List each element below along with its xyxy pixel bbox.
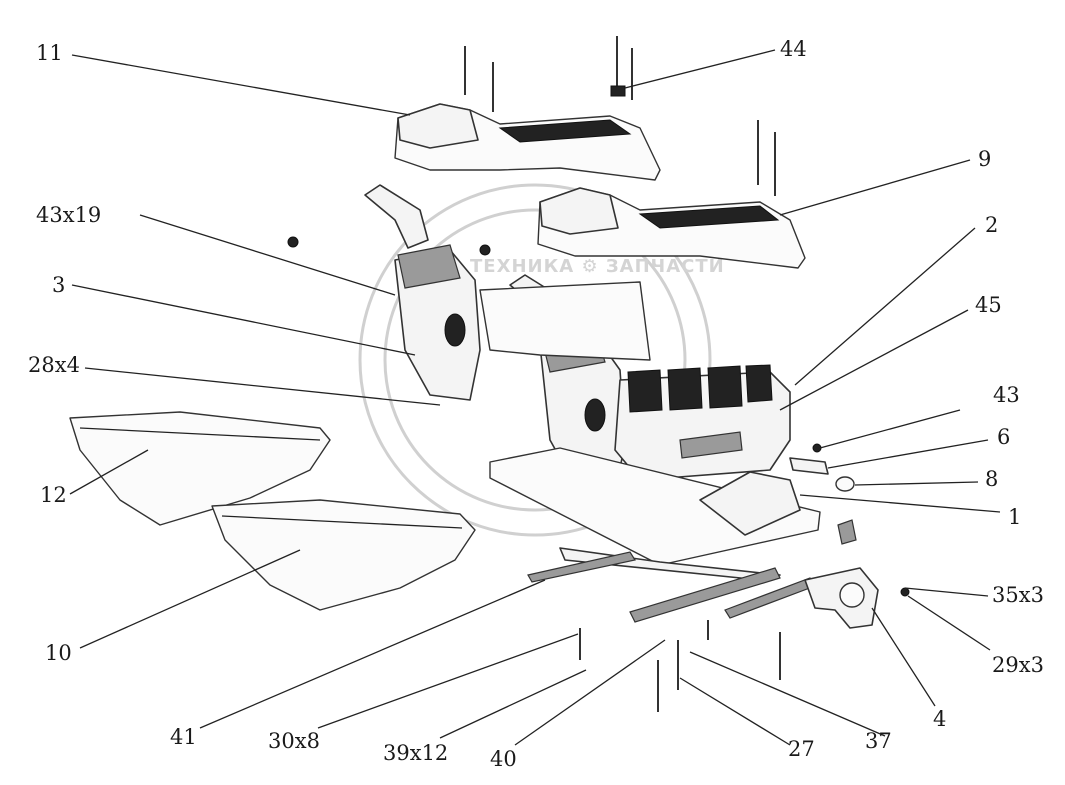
callout-41: 41: [170, 725, 197, 749]
leader-43: [819, 409, 961, 449]
side-panel-12: [69, 411, 331, 526]
leader-40: [514, 639, 666, 746]
washer-8: [835, 476, 855, 492]
joystick-body-left-3: [364, 184, 481, 401]
leader-4: [871, 607, 936, 707]
callout-28x4: 28x4: [28, 353, 80, 377]
leader-39x12: [439, 669, 587, 739]
leader-lines: [69, 49, 1001, 746]
callout-43: 43: [993, 383, 1020, 407]
leader-35x3: [904, 587, 989, 597]
leader-9: [779, 159, 971, 216]
leader-8: [854, 481, 979, 486]
callout-27: 27: [788, 737, 815, 761]
callout-10: 10: [45, 641, 72, 665]
callout-labels: 11 44 9 43x19 2 3 45 28x4 43 6 8 12 1 35…: [28, 37, 1044, 771]
callout-2: 2: [985, 213, 998, 237]
callout-1: 1: [1008, 505, 1021, 529]
callout-3: 3: [52, 273, 65, 297]
leader-37: [689, 651, 886, 737]
callout-8: 8: [985, 467, 998, 491]
callout-4: 4: [933, 707, 946, 731]
leader-43x19: [139, 214, 396, 296]
valve-block-2: [614, 364, 791, 481]
side-panel-10: [211, 499, 476, 611]
callout-6: 6: [997, 425, 1010, 449]
callout-39x12: 39x12: [383, 741, 448, 765]
bolts: [287, 36, 910, 712]
leader-45: [779, 309, 969, 411]
callout-11: 11: [36, 41, 63, 65]
leader-28x4: [84, 367, 441, 406]
callout-44: 44: [780, 37, 807, 61]
callout-29x3: 29x3: [992, 653, 1044, 677]
watermark: ТЕХНИКА ⚙ ЗАПЧАСТИ: [358, 183, 725, 537]
leader-27: [679, 677, 791, 746]
middle-bracket: [479, 281, 651, 361]
leader-2: [794, 227, 976, 386]
callout-45: 45: [975, 293, 1002, 317]
callout-9: 9: [978, 147, 991, 171]
leader-29x3: [907, 595, 991, 651]
callout-37: 37: [865, 729, 892, 753]
pin-6: [789, 457, 829, 475]
callout-43x19: 43x19: [36, 203, 101, 227]
leader-3: [71, 284, 416, 356]
leader-10: [79, 549, 301, 649]
watermark-text: ТЕХНИКА ⚙ ЗАПЧАСТИ: [470, 256, 725, 277]
watermark-inner-ring: [383, 208, 687, 512]
leader-6: [827, 439, 989, 469]
cover-9: [537, 187, 806, 269]
bracket-4: [804, 519, 879, 629]
leader-41: [199, 579, 546, 729]
callout-35x3: 35x3: [992, 583, 1044, 607]
base-plate-1: [489, 447, 821, 581]
callout-12: 12: [40, 483, 67, 507]
callout-40: 40: [490, 747, 517, 771]
upper-cover-11: [394, 103, 661, 181]
callout-30x8: 30x8: [268, 729, 320, 753]
leader-1: [799, 494, 1001, 513]
leader-11: [71, 54, 411, 116]
leader-44: [624, 49, 776, 89]
rails-41: [527, 551, 816, 623]
leader-30x8: [317, 633, 579, 729]
watermark-ring: [358, 183, 712, 537]
leader-12: [69, 449, 149, 495]
